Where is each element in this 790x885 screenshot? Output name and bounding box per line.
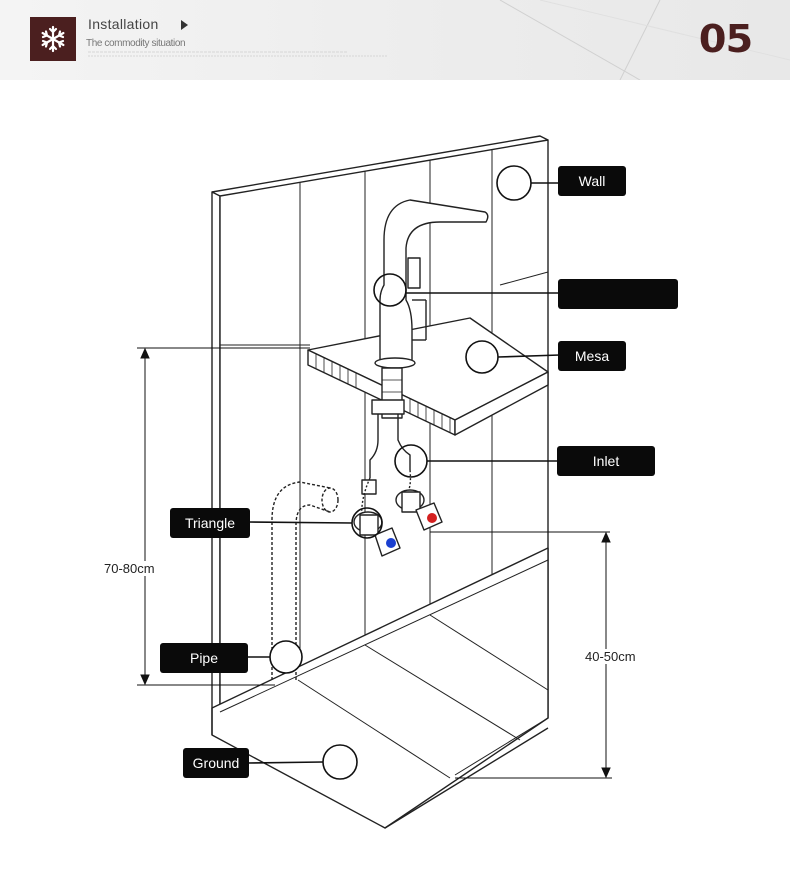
triangle-label: Triangle	[170, 508, 250, 538]
mesa-height-measure: 70-80cm	[104, 561, 155, 576]
hot-valve-marker	[427, 513, 437, 523]
pipe-label: Pipe	[160, 643, 248, 673]
snowflake-icon	[41, 25, 65, 53]
header-banner: Installation The commodity situation 05	[0, 0, 790, 80]
ground-marker	[322, 744, 358, 780]
cold-valve-marker	[386, 538, 396, 548]
faucet-body	[379, 199, 489, 366]
page-subtitle: The commodity situation	[86, 38, 186, 49]
faucet-label	[558, 279, 678, 309]
pipe-marker	[269, 640, 303, 674]
title-arrow-icon	[181, 20, 188, 30]
fineprint-decoration	[88, 51, 388, 57]
faucet-handle	[407, 257, 421, 289]
mesa-marker	[465, 340, 499, 374]
header-decoration	[499, 0, 790, 80]
wall-marker	[496, 165, 532, 201]
inlet-label: Inlet	[557, 446, 655, 476]
page-number: 05	[698, 17, 753, 61]
ground-label: Ground	[183, 748, 249, 778]
wall-edge	[211, 191, 221, 713]
wall-label: Wall	[558, 166, 626, 196]
page-title: Installation	[88, 16, 159, 32]
logo-badge	[30, 17, 76, 61]
valve-height-measure: 40-50cm	[585, 649, 636, 664]
mesa-label: Mesa	[558, 341, 626, 371]
installation-diagram	[137, 135, 612, 829]
faucet-marker	[373, 273, 407, 307]
